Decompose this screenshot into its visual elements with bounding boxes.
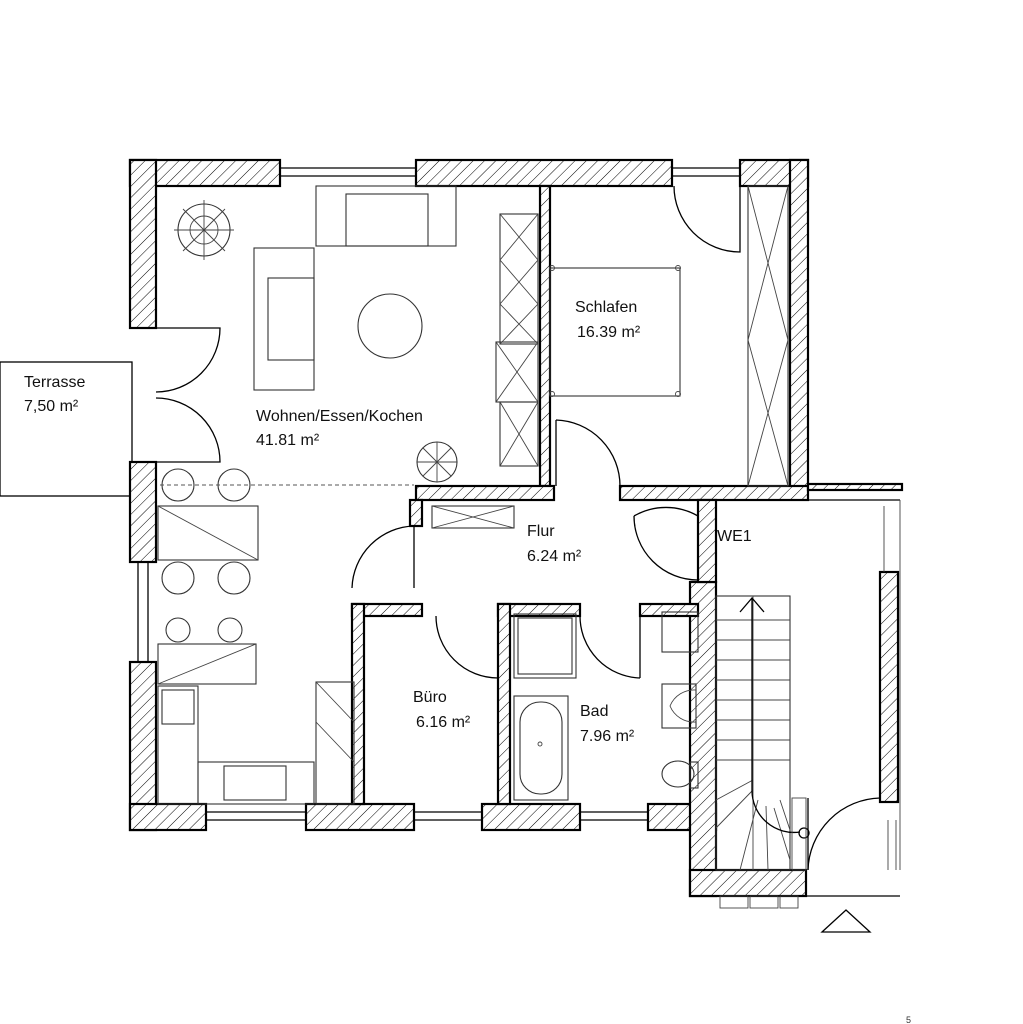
room-label-wohnen: Wohnen/Essen/Kochen 41.81 m² <box>256 408 423 449</box>
corner-mark: 5 <box>906 1015 911 1024</box>
svg-text:41.81 m²: 41.81 m² <box>256 432 320 449</box>
unit-label: WE1 <box>717 528 752 545</box>
svg-text:16.39 m²: 16.39 m² <box>577 324 641 341</box>
bedroom-furniture <box>549 185 789 487</box>
svg-text:Büro: Büro <box>413 689 447 706</box>
svg-text:Terrasse: Terrasse <box>24 374 85 391</box>
terrasse <box>0 361 133 497</box>
windows <box>137 167 740 821</box>
svg-text:Bad: Bad <box>580 703 608 720</box>
room-label-terrasse: Terrasse 7,50 m² <box>24 374 85 415</box>
room-label-flur: Flur 6.24 m² <box>527 523 582 565</box>
svg-text:Wohnen/Essen/Kochen: Wohnen/Essen/Kochen <box>256 408 423 425</box>
svg-text:Schlafen: Schlafen <box>575 299 637 316</box>
room-label-schlafen: Schlafen 16.39 m² <box>575 299 641 341</box>
bathroom-fixtures <box>513 611 699 801</box>
svg-text:6.16 m²: 6.16 m² <box>416 714 471 731</box>
interior-walls <box>350 184 904 806</box>
outer-walls <box>128 158 900 898</box>
room-label-buero: Büro 6.16 m² <box>413 689 471 731</box>
hallway-furniture <box>431 505 515 529</box>
svg-text:7,50 m²: 7,50 m² <box>24 398 79 415</box>
svg-text:Flur: Flur <box>527 523 555 540</box>
entrance-area <box>716 499 901 933</box>
kitchen <box>157 643 355 805</box>
dining-table <box>157 468 414 643</box>
living-furniture <box>174 185 539 483</box>
stairs <box>715 595 810 871</box>
umbrella-icon <box>416 441 458 483</box>
plant-icon <box>174 200 234 260</box>
doors <box>155 185 881 871</box>
svg-text:7.96 m²: 7.96 m² <box>580 728 635 745</box>
room-label-bad: Bad 7.96 m² <box>580 703 635 745</box>
svg-text:6.24 m²: 6.24 m² <box>527 548 582 565</box>
